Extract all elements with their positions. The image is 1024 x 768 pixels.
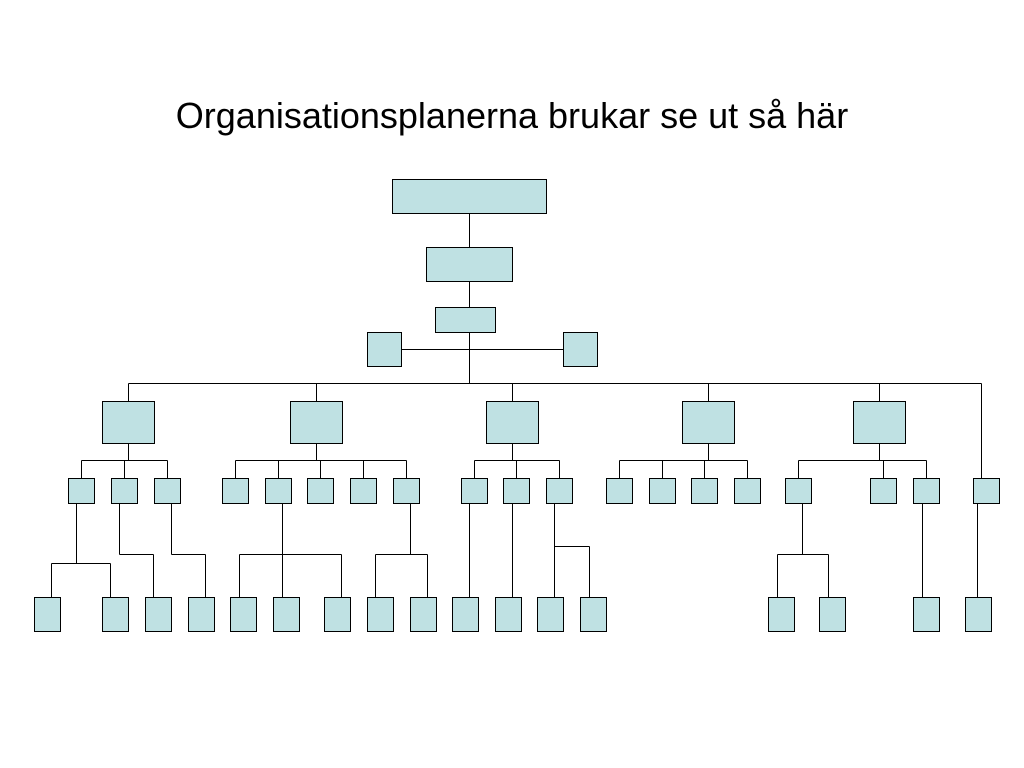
box-dept-4: [682, 401, 735, 444]
box-unit-12: [606, 478, 633, 504]
box-staff-right: [563, 332, 598, 367]
box-team-2: [102, 597, 129, 632]
box-team-15: [819, 597, 846, 632]
box-unit-14: [691, 478, 718, 504]
box-unit-15: [734, 478, 761, 504]
box-team-13: [580, 597, 607, 632]
connector-lines: [51, 213, 982, 598]
box-team-6: [273, 597, 300, 632]
box-unit-19: [973, 478, 1000, 504]
box-team-10: [452, 597, 479, 632]
box-unit-8: [393, 478, 420, 504]
box-team-7: [324, 597, 351, 632]
box-unit-10: [503, 478, 530, 504]
box-team-8: [367, 597, 394, 632]
box-dept-5: [853, 401, 906, 444]
box-team-16: [913, 597, 940, 632]
box-dept-3: [486, 401, 539, 444]
box-unit-18: [913, 478, 940, 504]
box-top: [392, 179, 547, 214]
box-unit-4: [222, 478, 249, 504]
box-unit-5: [265, 478, 292, 504]
box-dept-1: [102, 401, 155, 444]
slide-title: Organisationsplanerna brukar se ut så hä…: [175, 95, 849, 136]
box-unit-3: [154, 478, 181, 504]
box-level2: [426, 247, 513, 282]
box-unit-13: [649, 478, 676, 504]
box-team-11: [495, 597, 522, 632]
box-unit-6: [307, 478, 334, 504]
box-team-1: [34, 597, 61, 632]
box-team-17: [965, 597, 992, 632]
box-team-12: [537, 597, 564, 632]
box-unit-1: [68, 478, 95, 504]
org-boxes: [34, 179, 1000, 632]
box-team-5: [230, 597, 257, 632]
box-unit-9: [461, 478, 488, 504]
box-unit-16: [785, 478, 812, 504]
box-unit-11: [546, 478, 573, 504]
box-level3: [435, 307, 496, 333]
box-unit-7: [350, 478, 377, 504]
box-team-4: [188, 597, 215, 632]
box-dept-2: [290, 401, 343, 444]
box-unit-2: [111, 478, 138, 504]
box-unit-17: [870, 478, 897, 504]
box-team-9: [410, 597, 437, 632]
box-staff-left: [367, 332, 402, 367]
box-team-14: [768, 597, 795, 632]
box-team-3: [145, 597, 172, 632]
